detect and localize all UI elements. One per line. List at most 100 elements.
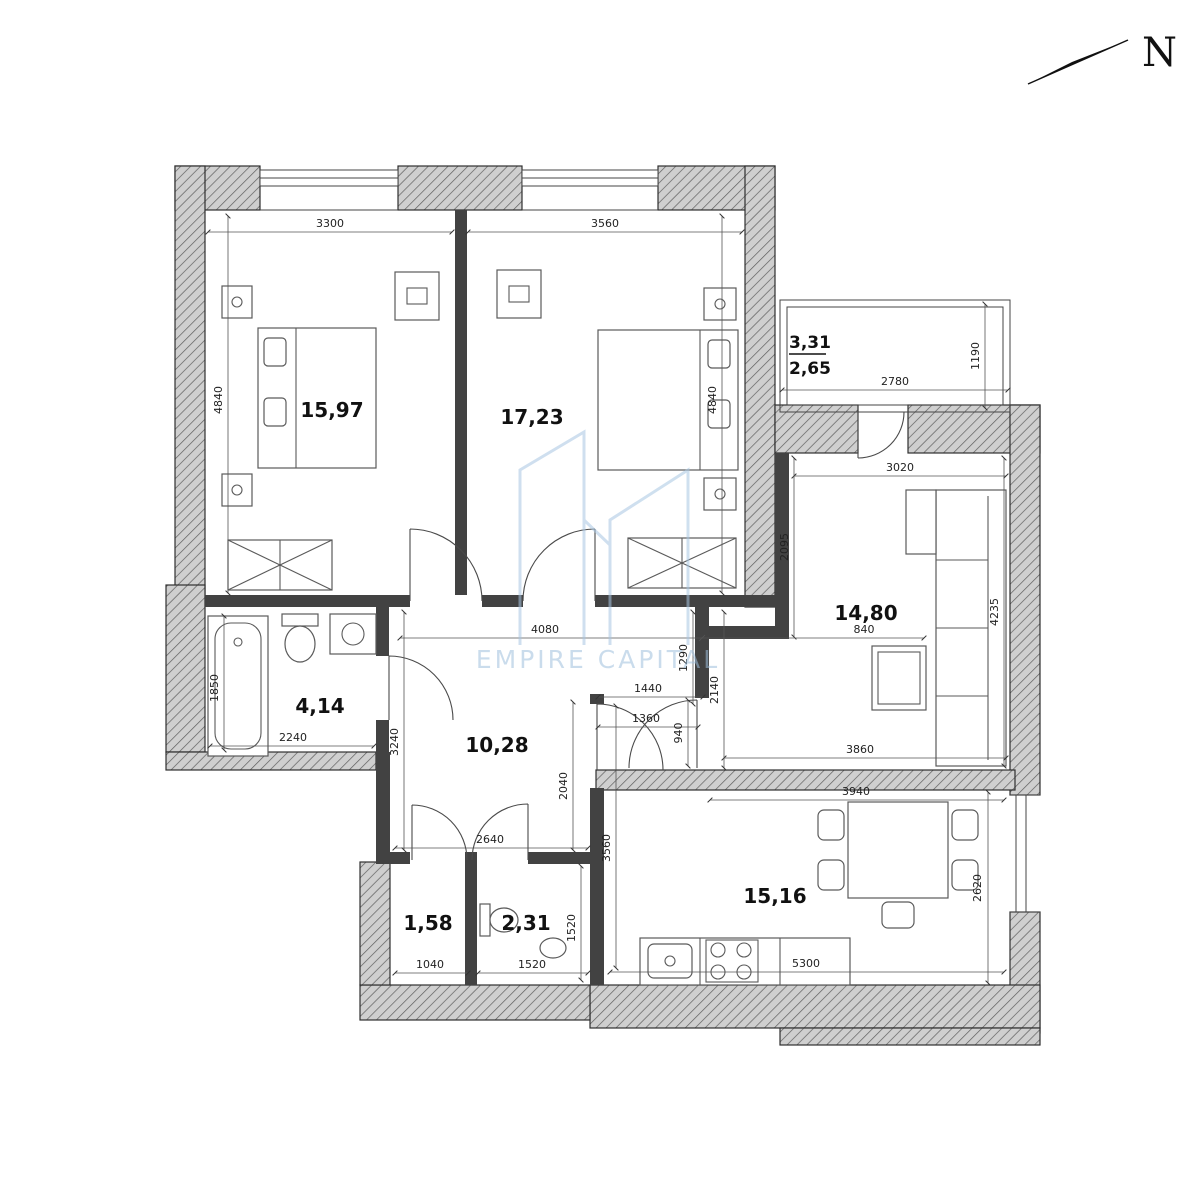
wall-bedrooms-bottom-b xyxy=(482,595,523,607)
toilet-bathroom xyxy=(281,613,319,663)
windows xyxy=(259,169,1040,913)
coffee-table-living xyxy=(871,645,927,711)
door-wc xyxy=(471,803,529,861)
wall-bottom-kitchen xyxy=(589,984,1041,1029)
wall-left-bath xyxy=(165,584,206,753)
north-letter: N xyxy=(1142,30,1177,76)
wall-left-storage xyxy=(359,861,391,986)
wall-bottom-step xyxy=(779,1027,1041,1046)
wall-closet-top-a xyxy=(390,852,410,864)
dim-kitchen-bottom: 5300 xyxy=(792,957,820,970)
dim-hall-top: 4080 xyxy=(531,623,559,636)
balcony-parapet-outer xyxy=(779,299,1011,413)
dim-wc-width: 1520 xyxy=(518,958,546,971)
wall-storage-wc-divider xyxy=(465,852,477,985)
dresser-bedroom2 xyxy=(496,269,542,319)
kitchen-counter xyxy=(639,937,851,986)
dim-hall-top-offset: 840 xyxy=(854,623,875,636)
dim-living-left: 2095 xyxy=(778,533,791,561)
room-label-bathroom: 4,14 xyxy=(295,694,344,718)
wall-kitchen-left xyxy=(590,788,604,985)
dimension-labels: 3300 3560 4840 4840 2780 1190 3020 2095 … xyxy=(208,217,1001,971)
room-label-storage: 1,58 xyxy=(403,911,452,935)
watermark-logo-icon xyxy=(518,429,690,645)
dim-bath-depth: 1850 xyxy=(208,674,221,702)
wall-top-mid xyxy=(397,165,523,211)
wall-bottom-left xyxy=(359,984,591,1021)
wall-bedrooms-bottom-a xyxy=(205,595,410,607)
watermark-text: EMPIRE CAPITAL xyxy=(476,645,720,674)
dim-storage-width: 1040 xyxy=(416,958,444,971)
watermark: EMPIRE CAPITAL xyxy=(476,429,720,674)
window-bedroom2-lines xyxy=(522,177,658,211)
wardrobe-bedroom2 xyxy=(627,537,737,589)
wall-nook-vert xyxy=(695,607,709,698)
wall-living-bottom xyxy=(595,769,1016,791)
dim-kitchen-right: 2620 xyxy=(971,874,984,902)
wall-bath-right-a xyxy=(376,607,389,656)
door-entry xyxy=(628,699,698,769)
wall-bedroom-divider xyxy=(455,210,467,595)
doors xyxy=(388,411,905,861)
room-label-kitchen: 15,16 xyxy=(743,884,806,908)
sink-wc xyxy=(539,937,567,959)
exterior-walls xyxy=(165,165,1041,1046)
dim-entry-door: 940 xyxy=(672,723,685,744)
wall-right-bedrooms xyxy=(744,165,776,608)
dimension-lines xyxy=(205,213,1011,986)
door-kitchen xyxy=(596,703,664,771)
dim-bedroom2-width: 3560 xyxy=(591,217,619,230)
balcony-parapet-inner xyxy=(786,306,1004,406)
door-bedroom1 xyxy=(409,528,483,602)
room-label-wc: 2,31 xyxy=(501,911,550,935)
wall-closet-top-b xyxy=(528,852,590,864)
dim-bedroom1-width: 3300 xyxy=(316,217,344,230)
dim-bath-width: 2240 xyxy=(279,731,307,744)
wall-living-left xyxy=(775,453,789,639)
dim-nook-right: 2140 xyxy=(708,676,721,704)
room-label-balcony-full: 3,31 xyxy=(789,333,831,353)
room-label-balcony-coeff: 2,65 xyxy=(789,359,831,379)
dining-table-kitchen xyxy=(817,801,979,929)
dim-living-width-top: 3020 xyxy=(886,461,914,474)
dim-hall-mid: 2040 xyxy=(557,772,570,800)
wall-bedrooms-bottom-c xyxy=(595,595,775,607)
room-label-hall: 10,28 xyxy=(465,733,528,757)
wall-right-living xyxy=(1009,404,1041,796)
north-compass: N xyxy=(1027,30,1177,85)
north-arrow-line xyxy=(1027,39,1129,85)
washing-machine xyxy=(329,613,377,655)
nightstands-bedroom1 xyxy=(221,285,253,507)
room-labels: 15,97 17,23 14,80 4,14 10,28 1,58 2,31 1… xyxy=(295,333,897,935)
toilet-wc xyxy=(479,903,519,937)
window-bedroom1-lines xyxy=(260,177,398,211)
door-bedroom2 xyxy=(522,528,596,602)
room-label-bedroom2: 17,23 xyxy=(500,405,563,429)
dresser-bedroom1 xyxy=(394,271,440,321)
kitchen-sink xyxy=(647,943,693,979)
dim-balcony-depth: 1190 xyxy=(969,342,982,370)
room-label-living: 14,80 xyxy=(834,601,897,625)
dim-nook-width2: 1360 xyxy=(632,712,660,725)
dim-kitchen-left-depth: 3560 xyxy=(600,834,613,862)
dim-wc-depth: 1520 xyxy=(565,914,578,942)
window-kitchen-right xyxy=(1010,794,1040,913)
dim-hall-bottom: 2640 xyxy=(476,833,504,846)
room-label-bedroom1: 15,97 xyxy=(300,398,363,422)
dim-bedroom2-depth: 4840 xyxy=(706,386,719,414)
dim-nook-width: 1440 xyxy=(634,682,662,695)
bathtub xyxy=(207,615,269,757)
dim-bedroom1-depth: 4840 xyxy=(212,386,225,414)
sofa-living xyxy=(905,489,1007,767)
door-storage xyxy=(411,804,468,861)
wall-bath-bottom xyxy=(165,751,377,771)
wall-hall-left xyxy=(376,752,390,864)
door-balcony xyxy=(857,411,905,459)
wall-kitchen-jamb xyxy=(590,694,604,704)
dim-hall-left: 3240 xyxy=(388,728,401,756)
dim-nook-left: 1290 xyxy=(677,644,690,672)
bed-bedroom1 xyxy=(257,327,377,469)
bed-bedroom2 xyxy=(597,329,739,471)
